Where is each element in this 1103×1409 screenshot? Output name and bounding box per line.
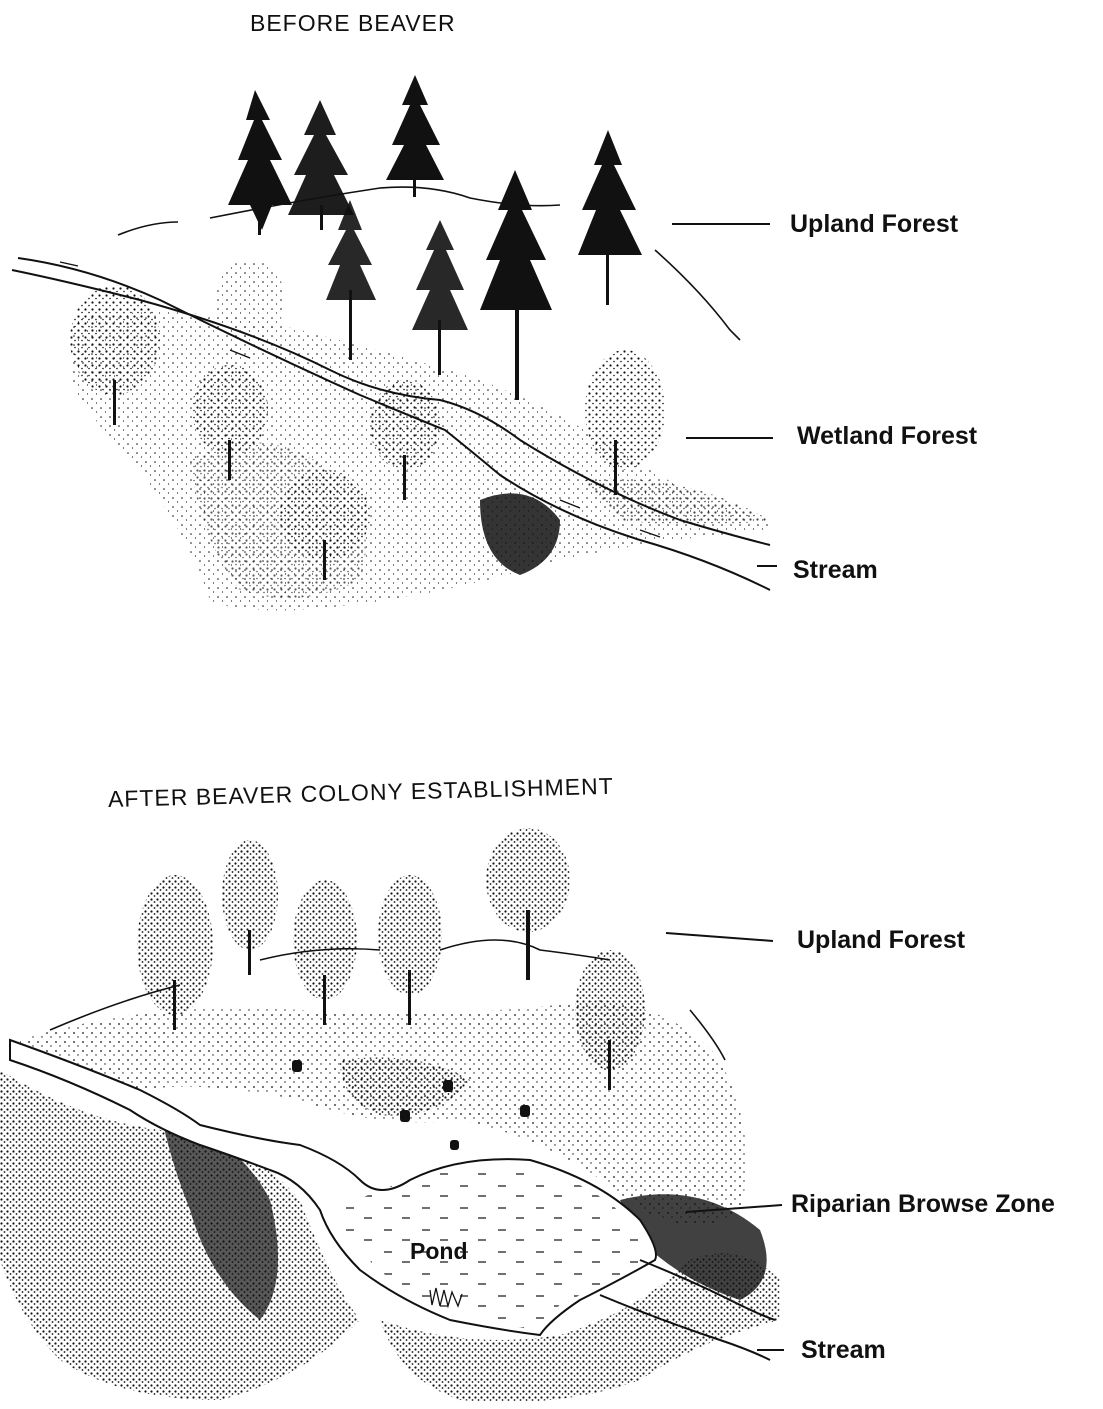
label-upland-forest-after: Upland Forest <box>797 926 965 955</box>
label-pond: Pond <box>410 1238 468 1265</box>
label-wetland-forest: Wetland Forest <box>797 422 977 451</box>
label-stream-after: Stream <box>801 1336 886 1365</box>
after-beaver-panel: AFTER BEAVER COLONY ESTABLISHMENT <box>0 760 1103 1409</box>
label-upland-forest-before: Upland Forest <box>790 210 958 239</box>
after-beaver-illustration <box>0 760 1103 1409</box>
label-riparian-browse-zone: Riparian Browse Zone <box>791 1190 1055 1219</box>
before-beaver-panel: BEFORE BEAVER <box>0 0 1103 640</box>
label-stream-before: Stream <box>793 556 878 585</box>
before-beaver-illustration <box>0 0 1103 640</box>
